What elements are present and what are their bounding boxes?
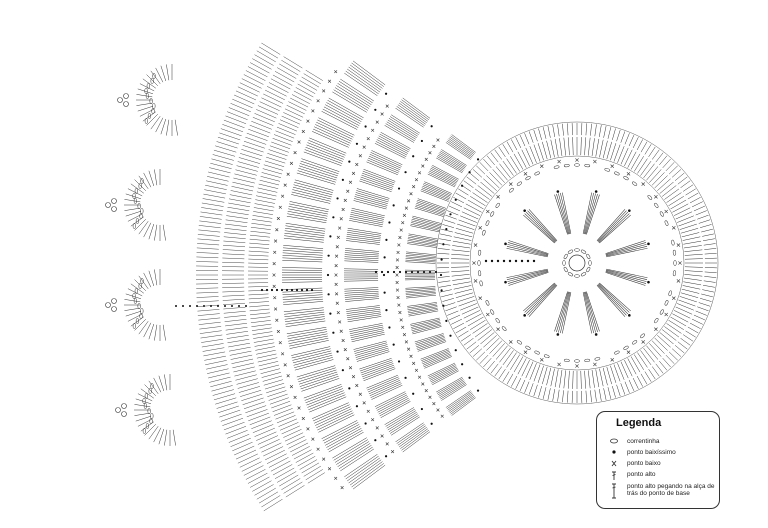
legend-label-single: ponto baixo [627, 460, 661, 467]
legend-title: Legenda [616, 417, 662, 429]
slip-stitch-icon [609, 449, 619, 457]
legend-label-back-loop: ponto alto pegando na alça de trás do po… [627, 483, 715, 497]
fan-section [175, 42, 480, 512]
circular-motif [435, 121, 719, 405]
legend-label-slip: ponto baixíssimo [627, 449, 676, 456]
double-crochet-icon [609, 471, 619, 483]
scalloped-edge [105, 64, 178, 446]
back-loop-double-crochet-icon [609, 483, 619, 501]
chain-stitch-icon [609, 438, 619, 446]
legend-label-double: ponto alto [627, 471, 656, 478]
legend-label-chain: correntinha [627, 438, 660, 445]
legend-box: Legenda correntinha ponto baixíssimo pon… [596, 411, 720, 509]
single-crochet-icon [609, 460, 619, 469]
